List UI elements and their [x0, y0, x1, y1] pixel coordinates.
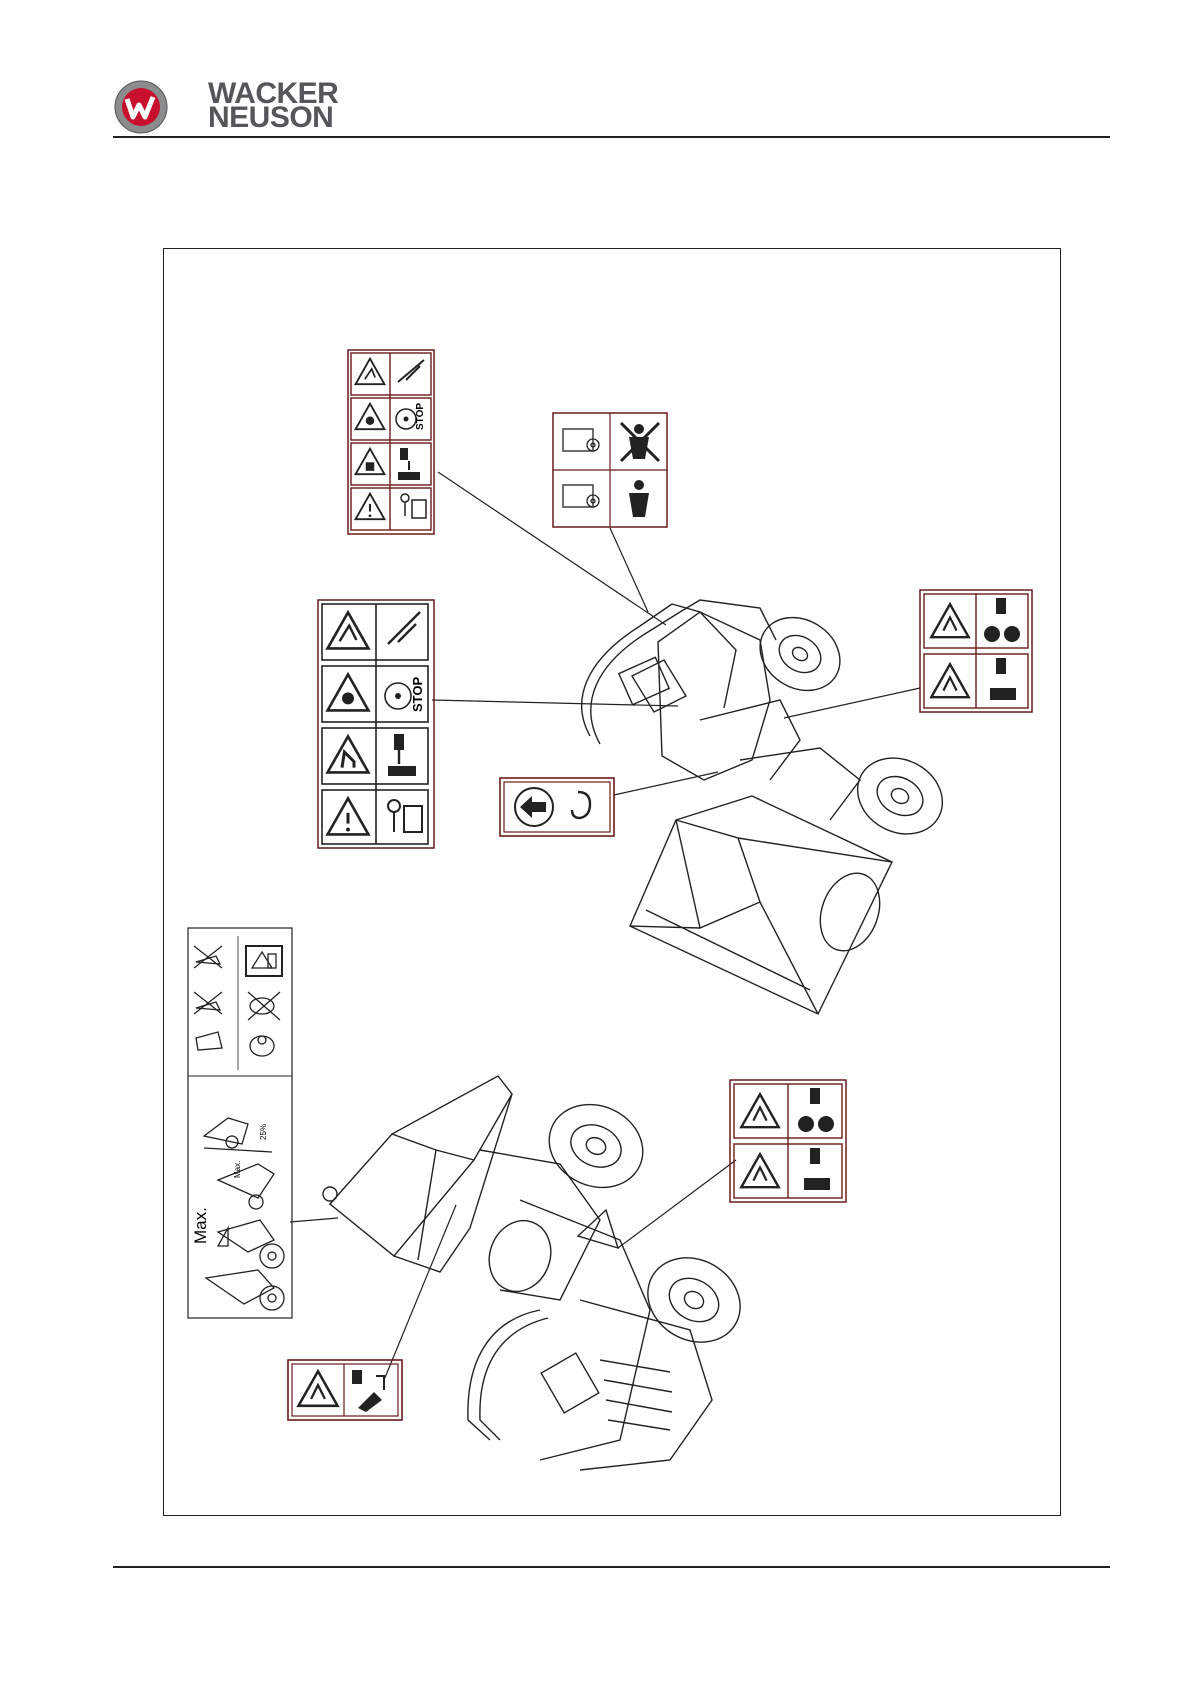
instruction-plate: Max. Max. 25% [188, 928, 292, 1318]
decal-no-passenger [553, 413, 667, 527]
footer-rule [113, 1566, 1110, 1568]
slope-label: 25% [259, 1124, 268, 1140]
stop-label-large: STOP [410, 677, 425, 712]
decal-hand-crush [288, 1360, 402, 1420]
machine-upper [582, 600, 956, 1014]
decal-stack-small: STOP [348, 350, 434, 534]
decal-stack-large: STOP [318, 600, 434, 848]
stop-label-small: STOP [415, 403, 426, 430]
machine-lower [323, 1076, 756, 1470]
max-label-small: Max. [233, 1161, 242, 1178]
decal-crush-right-top [920, 590, 1032, 712]
decal-crush-right-bottom [730, 1080, 846, 1202]
max-label-large: Max. [191, 1207, 210, 1244]
decal-lifting-hook [500, 778, 614, 836]
